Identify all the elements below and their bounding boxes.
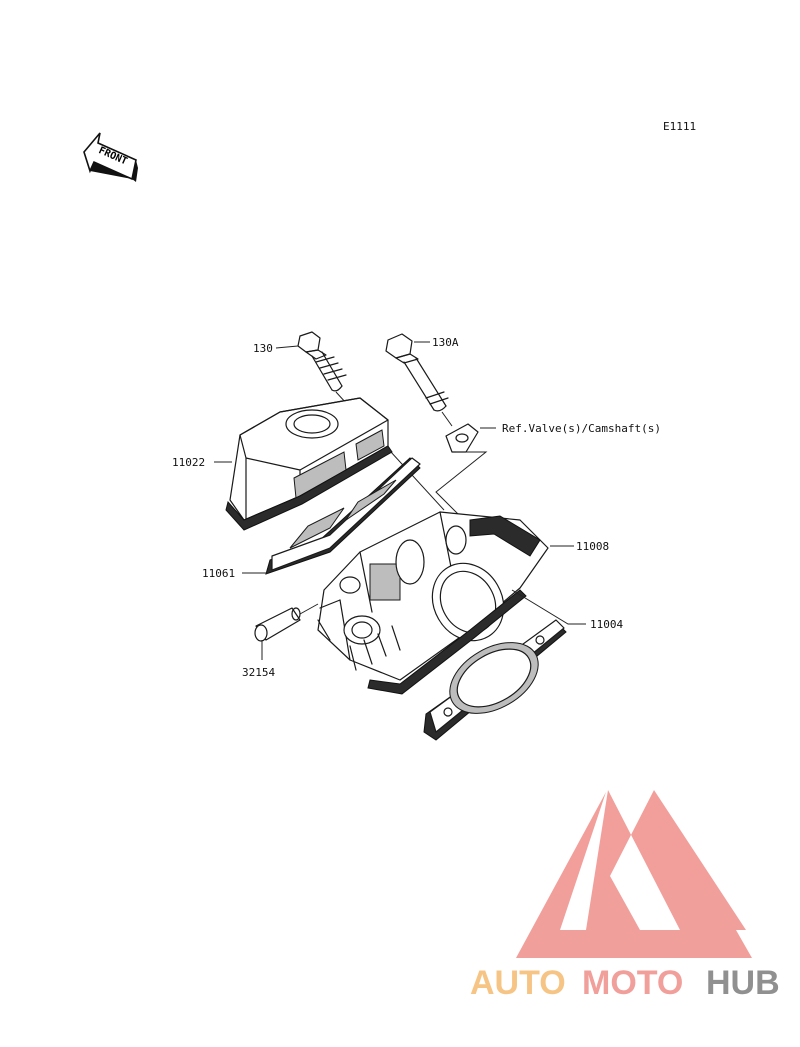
logo-text-moto: MOTO [582,964,683,1002]
automotohub-logo: AUTO MOTO HUB [470,790,780,1002]
callout-11008: 11008 [576,540,609,553]
diagram-code: E1111 [663,120,696,133]
leader-130 [275,345,299,349]
callout-ref: Ref.Valve(s)/Camshaft(s) [502,422,661,435]
logo-triangle [516,790,752,958]
callout-32154: 32154 [242,666,275,679]
callout-11022: 11022 [172,456,205,469]
front-arrow-icon: FRONT [83,132,138,182]
dowel-32154 [254,603,319,660]
logo-text-hub: HUB [706,964,780,1002]
logo-text-auto: AUTO [470,964,566,1002]
callout-11061: 11061 [202,567,235,580]
head-gasket-11004 [423,589,586,741]
bolt-130a [385,333,453,427]
callout-11004: 11004 [590,618,623,631]
callout-130: 130 [253,342,273,355]
cylinder-head-11008 [317,511,574,695]
callout-130a: 130A [432,336,459,349]
head-cover-11022 [225,397,393,531]
valve-plate [435,423,488,515]
gasket-11061 [265,457,421,575]
